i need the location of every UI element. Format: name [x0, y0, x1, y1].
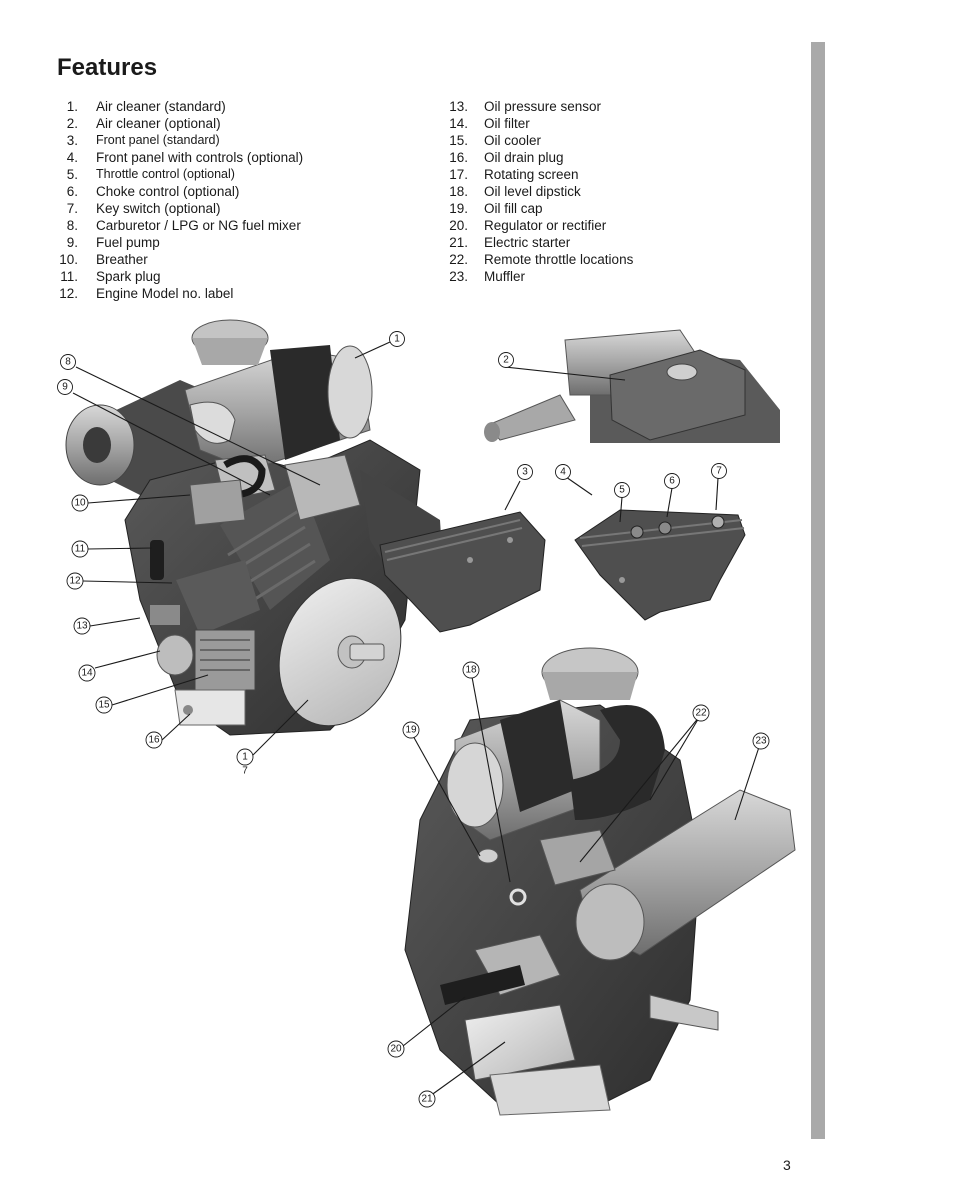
svg-text:9: 9 — [62, 382, 68, 393]
svg-text:20: 20 — [390, 1044, 402, 1055]
callout-21: 21 — [418, 1090, 436, 1108]
callout-6: 6 — [664, 473, 680, 489]
svg-text:21: 21 — [421, 1094, 433, 1105]
list-item: 8.Carburetor / LPG or NG fuel mixer — [66, 218, 301, 233]
svg-text:7: 7 — [716, 466, 722, 477]
svg-text:23: 23 — [755, 736, 767, 747]
svg-text:1: 1 — [242, 752, 248, 763]
callout-8: 8 — [60, 354, 76, 370]
page-edge-bar — [811, 42, 825, 1139]
callout-15: 15 — [95, 696, 113, 714]
list-item: 3.Front panel (standard) — [66, 133, 220, 148]
svg-text:16: 16 — [148, 735, 160, 746]
svg-text:5: 5 — [619, 485, 625, 496]
list-item: 1.Air cleaner (standard) — [66, 99, 226, 114]
feature-list-left: 1.Air cleaner (standard) 2.Air cleaner (… — [56, 98, 304, 302]
page-number: 3 — [783, 1157, 791, 1173]
callout-20: 20 — [387, 1040, 405, 1058]
svg-text:1: 1 — [394, 334, 400, 345]
callout-4: 4 — [555, 464, 571, 480]
list-item: 12.Engine Model no. label — [59, 286, 234, 301]
callout-12: 12 — [66, 572, 84, 590]
svg-text:6: 6 — [669, 476, 675, 487]
list-item: 7.Key switch (optional) — [66, 201, 221, 216]
callout-3: 3 — [517, 464, 533, 480]
list-item: 17.Rotating screen — [449, 167, 579, 182]
list-item: 23.Muffler — [449, 269, 526, 284]
svg-text:8: 8 — [65, 357, 71, 368]
callout-19: 19 — [402, 721, 420, 739]
list-item: 14.Oil filter — [449, 116, 530, 131]
callout-23: 23 — [752, 732, 770, 750]
list-item: 4.Front panel with controls (optional) — [66, 150, 304, 165]
callout-11: 11 — [71, 540, 89, 558]
list-item: 10.Breather — [59, 252, 148, 267]
svg-text:13: 13 — [76, 621, 88, 632]
list-item: 5.Throttle control (optional) — [66, 167, 235, 182]
callout-5: 5 — [614, 482, 630, 498]
svg-text:4: 4 — [560, 467, 566, 478]
rear-engine-view — [404, 647, 796, 1116]
front-panel-controls-view — [574, 509, 746, 621]
list-item: 13.Oil pressure sensor — [449, 99, 602, 114]
callout-balloons: 1 2 3 4 5 6 7 8 9 10 11 12 13 14 15 16 1… — [57, 331, 770, 1108]
svg-text:15: 15 — [98, 700, 110, 711]
svg-text:22: 22 — [695, 708, 707, 719]
list-item: 15.Oil cooler — [449, 133, 542, 148]
svg-text:11: 11 — [75, 544, 86, 555]
svg-text:12: 12 — [69, 576, 81, 587]
callout-13: 13 — [73, 617, 91, 635]
leader-lines — [72, 341, 761, 1097]
callout-17: 1 — [236, 748, 254, 766]
list-item: 19.Oil fill cap — [449, 201, 543, 216]
callout-22: 22 — [692, 704, 710, 722]
list-item: 20.Regulator or rectifier — [449, 218, 607, 233]
optional-air-cleaner-view — [484, 329, 780, 443]
svg-text:18: 18 — [465, 665, 477, 676]
front-panel-standard-view — [379, 511, 546, 633]
list-item: 16.Oil drain plug — [449, 150, 564, 165]
callout-18: 18 — [462, 661, 480, 679]
svg-text:2: 2 — [503, 355, 509, 366]
feature-list-right: 13.Oil pressure sensor 14.Oil filter 15.… — [446, 98, 634, 285]
callout-16: 16 — [145, 731, 163, 749]
list-item: 11.Spark plug — [60, 269, 161, 284]
list-item: 21.Electric starter — [449, 235, 571, 250]
list-item: 18.Oil level dipstick — [449, 184, 581, 199]
callout-10: 10 — [71, 494, 89, 512]
callout-17-suffix: 7 — [242, 766, 248, 777]
svg-text:14: 14 — [81, 668, 93, 679]
callout-2: 2 — [498, 352, 514, 368]
svg-text:10: 10 — [74, 498, 86, 509]
svg-text:19: 19 — [405, 725, 417, 736]
list-item: 6.Choke control (optional) — [66, 184, 240, 199]
main-engine-view — [65, 319, 445, 736]
callout-9: 9 — [57, 379, 73, 395]
callout-14: 14 — [78, 664, 96, 682]
callout-7: 7 — [711, 463, 727, 479]
list-item: 2.Air cleaner (optional) — [66, 116, 221, 131]
callout-1: 1 — [389, 331, 405, 347]
list-item: 9.Fuel pump — [66, 235, 160, 250]
svg-text:3: 3 — [522, 467, 528, 478]
page-title: Features — [57, 54, 158, 81]
list-item: 22.Remote throttle locations — [449, 252, 634, 267]
